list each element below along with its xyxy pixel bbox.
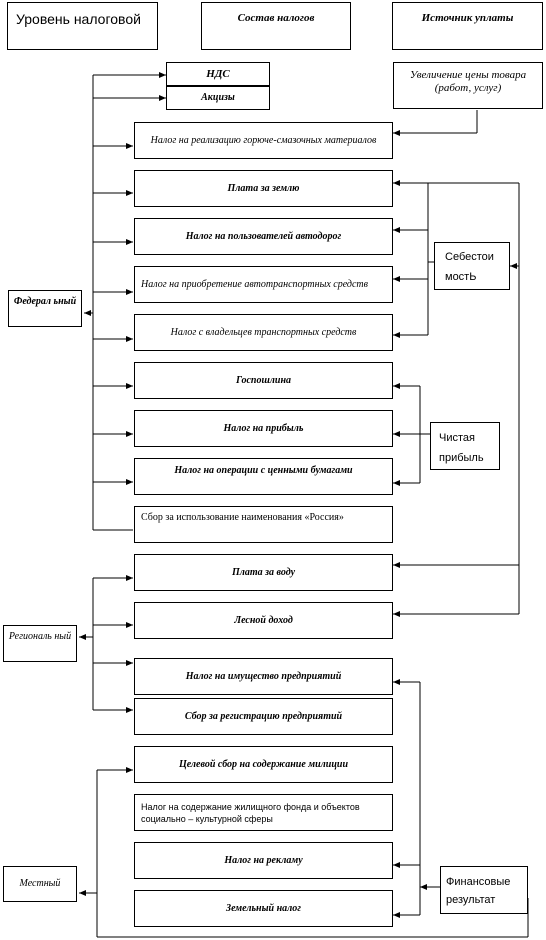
tax-excise: Акцизы	[166, 86, 270, 110]
header-level: Уровень налоговой	[7, 2, 158, 50]
tax-property-label: Налог на имущество предприятий	[185, 670, 342, 682]
header-taxes-label: Состав налогов	[237, 12, 315, 24]
level-federal-label: Федерал ьный	[13, 296, 77, 307]
level-federal: Федерал ьный	[8, 290, 82, 327]
header-taxes: Состав налогов	[201, 2, 351, 50]
tax-excise-label: Акцизы	[201, 92, 235, 103]
tax-nds: НДС	[166, 62, 270, 86]
source-financial-result-label: Финансовые результат	[446, 876, 511, 906]
tax-state-duty: Госпошлина	[134, 362, 393, 399]
tax-land-fee: Плата за землю	[134, 170, 393, 207]
source-price-increase-label: Увеличение цены товара (работ, услуг)	[409, 69, 527, 94]
source-cost-label: Себестои мостЬ	[445, 251, 494, 283]
source-net-profit-label: Чистая прибыль	[439, 432, 484, 464]
tax-fuel-label: Налог на реализацию горюче-смазочных мат…	[150, 134, 377, 146]
tax-forest: Лесной доход	[134, 602, 393, 639]
tax-land-tax: Земельный налог	[134, 890, 393, 927]
tax-vehicle-owners-label: Налог с владельцев транспортных средств	[170, 326, 357, 338]
source-cost: Себестои мостЬ	[434, 242, 510, 290]
tax-road-users-label: Налог на пользователей автодорог	[185, 230, 342, 242]
tax-road-users: Налог на пользователей автодорог	[134, 218, 393, 255]
tax-vehicle-owners: Налог с владельцев транспортных средств	[134, 314, 393, 351]
level-local-label: Местный	[19, 878, 61, 889]
level-regional-label: Региональ ный	[8, 631, 72, 642]
tax-state-duty-label: Госпошлина	[235, 374, 292, 386]
tax-militia-label: Целевой сбор на содержание милиции	[178, 758, 349, 770]
tax-profit: Налог на прибыль	[134, 410, 393, 447]
header-source-label: Источник уплаты	[421, 12, 514, 24]
level-regional: Региональ ный	[3, 625, 77, 662]
tax-securities: Налог на операции с ценными бумагами	[134, 458, 393, 495]
tax-russia-name-label: Сбор за использование наименования «Росс…	[141, 512, 344, 523]
tax-profit-label: Налог на прибыль	[223, 422, 304, 434]
tax-advertising: Налог на рекламу	[134, 842, 393, 879]
tax-securities-label: Налог на операции с ценными бумагами	[174, 465, 353, 476]
tax-housing-label: Налог на содержание жилищного фонда и об…	[141, 801, 360, 824]
tax-water: Плата за воду	[134, 554, 393, 591]
tax-vehicle-purchase: Налог на приобретение автотранспортных с…	[134, 266, 393, 303]
tax-militia: Целевой сбор на содержание милиции	[134, 746, 393, 783]
tax-registration-label: Сбор за регистрацию предприятий	[184, 710, 343, 722]
tax-land-fee-label: Плата за землю	[227, 182, 300, 194]
header-level-label: Уровень налоговой	[16, 11, 141, 27]
tax-vehicle-purchase-label: Налог на приобретение автотранспортных с…	[141, 278, 368, 290]
tax-water-label: Плата за воду	[231, 566, 296, 578]
tax-fuel: Налог на реализацию горюче-смазочных мат…	[134, 122, 393, 159]
tax-nds-label: НДС	[206, 68, 230, 80]
tax-property: Налог на имущество предприятий	[134, 658, 393, 695]
level-local: Местный	[3, 866, 77, 902]
tax-forest-label: Лесной доход	[234, 614, 293, 626]
header-source: Источник уплаты	[392, 2, 543, 50]
tax-registration: Сбор за регистрацию предприятий	[134, 698, 393, 735]
tax-land-tax-label: Земельный налог	[226, 902, 301, 914]
source-price-increase: Увеличение цены товара (работ, услуг)	[393, 62, 543, 109]
tax-russia-name: Сбор за использование наименования «Росс…	[134, 506, 393, 543]
source-financial-result: Финансовые результат	[440, 866, 528, 914]
tax-housing: Налог на содержание жилищного фонда и об…	[134, 794, 393, 831]
source-net-profit: Чистая прибыль	[430, 422, 500, 470]
tax-advertising-label: Налог на рекламу	[224, 854, 303, 866]
